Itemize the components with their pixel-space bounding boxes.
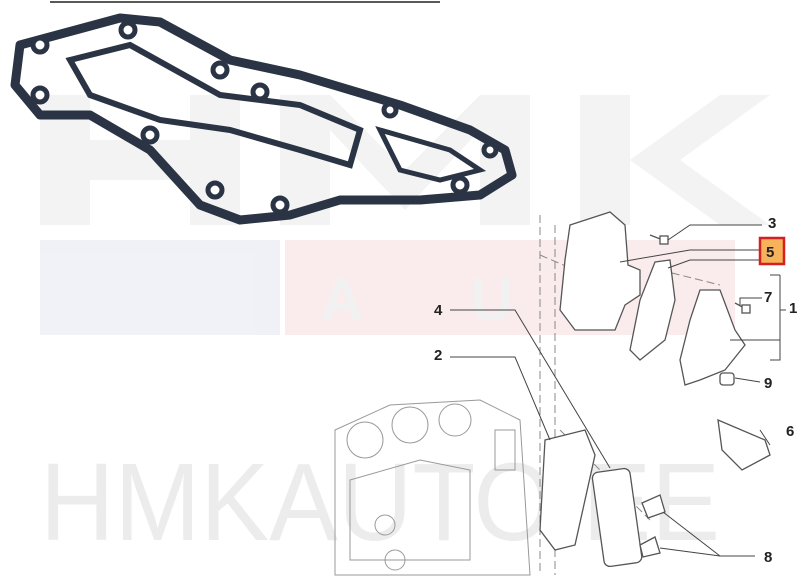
oil-cooler xyxy=(591,467,643,568)
callout-6: 6 xyxy=(786,423,794,440)
callout-1: 1 xyxy=(789,300,797,317)
callout-8: 8 xyxy=(764,549,772,566)
oil-filter xyxy=(717,418,771,471)
callout-5-highlight[interactable] xyxy=(758,236,786,266)
callout-3: 3 xyxy=(768,215,776,232)
parts xyxy=(539,211,771,568)
callout-2: 2 xyxy=(434,347,442,364)
callout-9: 9 xyxy=(764,375,772,392)
plug-9 xyxy=(719,372,735,386)
oil-pump-housing xyxy=(559,211,641,331)
oil-filter-housing xyxy=(679,289,746,386)
callout-7: 7 xyxy=(764,289,772,306)
callout-4: 4 xyxy=(434,302,443,319)
leader-lines xyxy=(450,224,786,557)
cooler-gasket xyxy=(539,429,596,551)
callout-5: 5 xyxy=(766,244,774,261)
seal-upper xyxy=(641,494,666,519)
svg-text:A: A xyxy=(320,266,363,333)
svg-text:U: U xyxy=(470,266,513,333)
engine-block-illustration xyxy=(334,399,531,576)
gasket-illustration xyxy=(10,13,517,225)
seal-lower xyxy=(639,536,661,558)
